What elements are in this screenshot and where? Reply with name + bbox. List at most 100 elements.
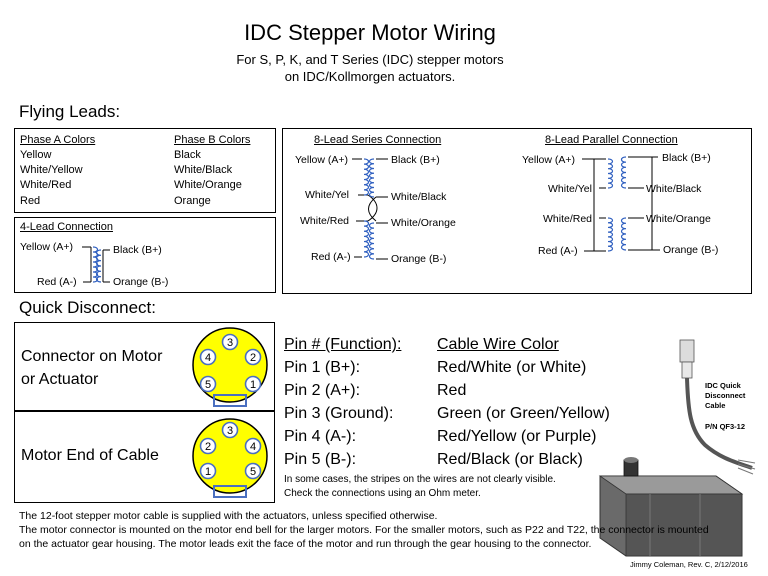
page-subtitle-line1: For S, P, K, and T Series (IDC) stepper … [236,52,504,67]
series-white-orange: White/Orange [391,217,456,229]
cable-label: IDC Quick [705,381,741,390]
cable-connector-pin [199,462,217,480]
pin-row-color: Red/Black (or Black) [437,451,583,468]
stepper-motor [598,457,744,557]
color-header: Cable Wire Color [437,336,559,353]
series-white-red: White/Red [300,215,350,227]
motor-connector-pin [199,348,217,366]
cable-connector-pin [244,462,262,480]
series-white-black: White/Black [391,191,447,203]
cable-connector-pin [244,437,262,455]
pin-row-color: Red/Yellow (or Purple) [437,428,597,445]
phase-b-item: Black [174,149,201,161]
motor-connector-key [213,394,247,407]
cable-connector-key [213,485,247,498]
series-header: 8-Lead Series Connection [314,134,442,146]
footer-line: The motor connector is mounted on the mo… [19,524,709,536]
parallel-b-leads [628,156,660,251]
cable-label-2: Disconnect [705,391,746,400]
pin-row-pin: Pin 3 (Ground): [284,405,394,422]
phase-a-header: Phase A Colors [20,134,96,146]
cable-label-3: Cable [705,401,726,410]
motor-connector-box [14,322,275,411]
motor-connector-pin-label: 5 [205,379,211,391]
cable-plug [679,339,695,379]
cable-connector-pin-label: 5 [250,466,256,478]
parallel-header: 8-Lead Parallel Connection [545,134,678,146]
series-a-leads [352,158,368,258]
phase-a-item: Red [20,195,41,207]
eight-lead-box [282,128,752,294]
phase-a-item: White/Yellow [20,164,83,176]
parallel-red: Red (A-) [538,245,578,257]
cable-connector-pin-label: 4 [250,441,256,453]
four-lead-black: Black (B+) [113,244,162,256]
motor-connector-pin-label: 4 [205,352,211,364]
motor-connector-pin [199,375,217,393]
four-lead-box [14,217,276,293]
cable-wire [685,377,753,470]
page-title: IDC Stepper Motor Wiring [244,20,496,45]
series-red: Red (A-) [311,251,351,263]
footer-line: The 12-foot stepper motor cable is suppl… [19,510,438,522]
pin-row-pin: Pin 1 (B+): [284,359,361,376]
motor-connector-pin [244,375,262,393]
flying-leads-heading: Flying Leads: [19,102,121,121]
motor-connector-pin-label: 2 [250,352,256,364]
parallel-orange: Orange (B-) [663,244,719,256]
four-lead-a-leads [82,246,92,283]
coil-layer [92,156,627,283]
phase-b-item: White/Black [174,164,233,176]
phase-a-item: Yellow [20,149,52,161]
series-white-yel: White/Yel [305,189,349,201]
motor-connector-pin-label: 3 [227,337,233,349]
motor-connector-pin [221,333,239,351]
parallel-white-black: White/Black [646,183,702,195]
motor-connector-pin-label: 1 [250,379,256,391]
parallel-yellow: Yellow (A+) [522,154,576,166]
motor-connector-pin [244,348,262,366]
cable-connector-pin-label: 2 [205,441,211,453]
pin-row-pin: Pin 5 (B-): [284,451,357,468]
parallel-white-orange: White/Orange [646,213,711,225]
coil-b [368,158,375,198]
pin-row-color: Green (or Green/Yellow) [437,405,610,422]
cable-connector-pin [199,437,217,455]
quick-disconnect-heading: Quick Disconnect: [19,298,156,317]
coil-a [363,158,370,196]
series-yellow: Yellow (A+) [295,154,349,166]
connector-motor-label-2: or Actuator [21,371,99,388]
coil-a [363,220,370,258]
phase-b-item: Orange [174,195,211,207]
page-subtitle-line2: on IDC/Kollmorgen actuators. [284,69,456,84]
series-b-leads [376,158,388,260]
coil-a [607,158,614,189]
cable-part-number: P/N QF3-12 [705,422,746,431]
phase-a-item: White/Red [20,179,72,191]
ohm-note-2: Check the connections using an Ohm meter… [284,488,481,499]
cable-connector-pin-label: 1 [205,466,211,478]
coil-b [95,249,102,283]
pin-row-color: Red/White (or White) [437,359,587,376]
motor-end-cable-label: Motor End of Cable [21,447,159,464]
series-orange: Orange (B-) [391,253,447,265]
connector-motor-label: Connector on Motor [21,348,163,365]
pin-row-pin: Pin 4 (A-): [284,428,357,445]
coil-a [607,217,614,252]
four-lead-red: Red (A-) [37,276,77,288]
footer-line: on the actuator gear housing. The motor … [19,538,592,550]
four-lead-b-leads [102,249,110,283]
coil-b [368,222,375,260]
footer-credit: Jimmy Coleman, Rev. C, 2/12/2016 [630,560,748,569]
four-lead-yellow: Yellow (A+) [20,241,74,253]
coil-b [620,156,627,189]
cable-wire-ends [737,459,756,475]
pin-header: Pin # (Function): [284,336,402,353]
parallel-a-leads [582,158,606,252]
phase-b-item: White/Orange [174,179,242,191]
phase-colors-box [14,128,276,213]
coil-b [620,217,627,251]
